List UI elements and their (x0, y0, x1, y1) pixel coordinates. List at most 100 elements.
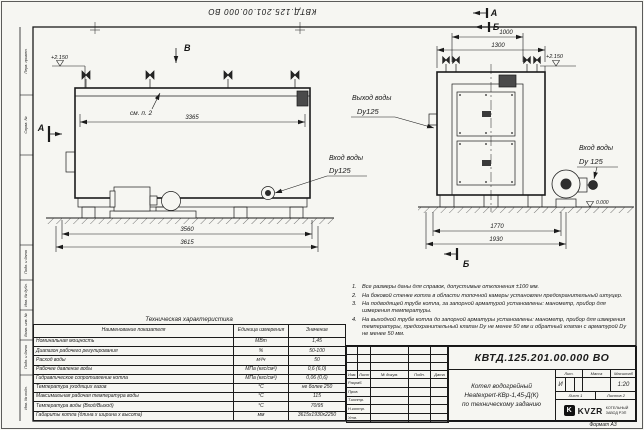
tech-param: Температура воды (Вход/Выход) (33, 401, 234, 412)
door-handle-lower (482, 160, 491, 166)
note-item: 1. Все размеры даны для справок, допусти… (352, 284, 633, 291)
inlet-size-side: Dy125 (329, 166, 352, 175)
revision-header-row: Изм. Лист № докум. Подп. Дата (346, 370, 449, 379)
dim-3365-text: 3365 (185, 115, 199, 121)
elevation-value-side: +2.150 (51, 55, 69, 61)
dim-3560-text: 3560 (180, 227, 194, 233)
elevation-mark-side (52, 60, 86, 88)
inlet-label-side: Вход воды (329, 154, 364, 162)
tech-param: Расход воды (33, 355, 234, 366)
tech-unit: °С (233, 392, 289, 403)
product-line3: по техническому заданию (462, 401, 541, 408)
tech-param: Максимальная рабочая температура воды (33, 392, 234, 403)
tech-row: Диапазон рабочего регулирования%50-100 (33, 346, 346, 357)
tech-col-unit: Единица измерения (233, 324, 289, 338)
company-cell: K KVZR КОТЕЛЬНЫЙ ЗАВОД РЭП (555, 399, 637, 422)
doc-number: КВТД.125.201.00.000 ВО (474, 352, 610, 364)
role-label: Утв. (346, 413, 371, 423)
roof-valves-side (81, 70, 300, 88)
lit-value-cell: И (555, 377, 583, 392)
zero-level-mark (585, 201, 595, 208)
door-handle-upper (482, 111, 491, 117)
section-mark-a-side: А (37, 123, 45, 133)
row-razrab: Разраб. (346, 378, 449, 388)
tech-value: 70/95 (288, 401, 346, 412)
margin-label-perv-primen: Перв. примен. (24, 48, 28, 73)
tech-value: 115 (288, 392, 346, 403)
margin-label-sprav-no: Справ. № (24, 116, 28, 133)
note-text: На выходной трубе котла до запорной арма… (362, 317, 627, 338)
note-item: 4. На выходной трубе котла до запорной а… (352, 317, 633, 338)
tech-characteristics: Техническая характеристика Наименование … (33, 315, 346, 421)
col-izm: Изм. (346, 370, 358, 379)
tech-value: 0,06 (0,6) (288, 373, 346, 384)
lit-value: И (558, 381, 563, 388)
outlet-size-end: Dy125 (357, 107, 380, 116)
note-text: Все размеры даны для справок, допустимые… (362, 284, 540, 290)
col-podp: Подп. (408, 370, 431, 379)
tech-value: 50-100 (288, 346, 346, 357)
note-item: 2. На боковой стенке котла в области топ… (352, 293, 633, 300)
row-utv: Утв. (346, 413, 449, 423)
tech-param: Диапазон рабочего регулирования (33, 346, 234, 357)
tech-col-name: Наименование показателя (33, 324, 234, 338)
water-inlet-flange-side (261, 186, 275, 200)
role-label: Разраб. (346, 378, 371, 388)
company-logo-icon: K (563, 405, 575, 416)
tech-value: 1,45 (288, 336, 346, 348)
tech-table-title: Техническая характеристика (145, 316, 233, 323)
section-mark-b-top: Б (493, 22, 500, 32)
tech-param: Температура уходящих газов (33, 382, 234, 394)
tech-table: Наименование показателя Единица измерени… (33, 324, 346, 421)
note-number: 4. (352, 317, 357, 324)
dim-1300 (436, 46, 546, 68)
view-mark-b: В (184, 43, 191, 53)
tech-unit: МПа (кгс/см²) (233, 373, 289, 384)
outlet-callout-end: Выход воды Dy125 (351, 94, 435, 129)
pump-unit (109, 186, 197, 219)
product-name-cell: Котел водогрейный Heatexpert-КВр-1,45-Д(… (447, 369, 556, 422)
tech-unit: мм (233, 410, 289, 421)
col-docnum: № докум. (370, 370, 409, 379)
tech-value: 3615х1930х2250 (288, 410, 346, 421)
company-name-line1: КОТЕЛЬНЫЙ (605, 406, 629, 411)
row-prov: Пров. (346, 386, 449, 397)
margin-label-inv-dubl: Инв. № дубл. (24, 283, 28, 306)
margin-labels: Перв. примен. Справ. № Подп. и дата Инв.… (24, 48, 28, 409)
lit-divider (565, 378, 566, 391)
col-data: Дата (430, 370, 449, 379)
door-bolts (459, 94, 513, 183)
mass-value-cell (582, 377, 611, 392)
revision-spare-row (346, 362, 449, 371)
dim-1770 (432, 212, 562, 236)
inlet-size-end: Dy 125 (579, 157, 604, 166)
tech-unit: °С (233, 401, 289, 412)
ground-hatch-end (418, 207, 634, 213)
role-label: Т.контр. (346, 395, 371, 406)
tech-unit: МПа (кгс/см²) (233, 364, 289, 375)
role-label: Пров. (346, 386, 371, 397)
note-number: 3. (352, 301, 357, 308)
inlet-callout-end: Вход воды Dy 125 (577, 144, 618, 180)
tech-value: 50 (288, 355, 346, 366)
elevation-value-end: +2.150 (546, 54, 564, 60)
elevation-mark-end (540, 60, 576, 72)
section-mark-a-top: А (490, 8, 498, 18)
outlet-label-end: Выход воды (352, 94, 392, 102)
note-item: 3. На подводящей трубе котла, за запорно… (352, 301, 633, 315)
tech-unit: °С (233, 382, 289, 394)
tech-unit: МВт (233, 336, 289, 348)
roof-valves-end (442, 56, 541, 72)
dim-1930-text: 1930 (489, 237, 503, 243)
doc-number-cell: КВТД.125.201.00.000 ВО (447, 346, 637, 370)
revision-spare-row (346, 346, 449, 355)
dim-1770-text: 1770 (490, 224, 504, 230)
side-view: +2.150 В А см. п. 2 3365 Вход воды (37, 43, 367, 252)
notes: 1. Все размеры даны для справок, допусти… (352, 284, 633, 340)
dim-1300-text: 1300 (491, 43, 505, 49)
